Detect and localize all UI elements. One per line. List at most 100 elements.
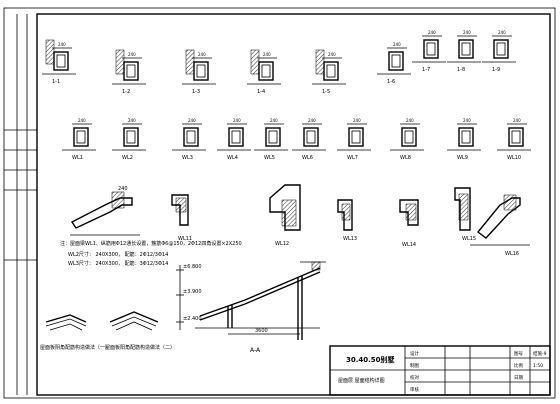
section-aa: ±6.800 ±3.900 ±2.400 3600 A-A	[176, 261, 326, 354]
section-label: 1-4	[257, 89, 265, 95]
notes-block: 注：屋面梁WL1、纵筋用Φ12通长设置，箍筋Φ6@150，2Φ12四角设置×2X…	[60, 240, 242, 267]
beam-outline	[193, 61, 209, 81]
section-label: WL6	[302, 155, 313, 161]
detail-caption-right: 屋面板阳角配筋构造做法（二）	[105, 344, 175, 351]
dim-label: 240	[263, 52, 271, 57]
beam-outline	[508, 127, 524, 147]
wall-hatch	[250, 49, 260, 75]
beam-outline	[458, 127, 474, 147]
section-row-2: 240WL1240WL2240WL3240WL4240WL5240WL6240W…	[62, 118, 531, 161]
tb-scale-label: 比例	[514, 362, 523, 369]
section-label: WL5	[264, 155, 275, 161]
stirrup	[196, 64, 206, 78]
beam-outline	[258, 61, 274, 81]
elevation-mid: ±3.900	[183, 289, 202, 295]
binding-strip	[4, 14, 37, 395]
section-label: WL3	[182, 155, 193, 161]
beam-section: 240 1-1	[42, 39, 76, 85]
section-label: 1-1	[52, 79, 60, 85]
section-label: 1-6	[387, 79, 395, 85]
beam-outline	[303, 127, 319, 147]
tb-drawing-no: 结施-9	[533, 350, 547, 357]
section-label: 1-2	[122, 89, 130, 95]
detail-right: 屋面板阳角配筋构造做法（二）	[105, 311, 175, 351]
sloped-section-d: WL13	[337, 199, 357, 242]
stirrup	[76, 130, 86, 144]
section-label: WL2	[122, 155, 133, 161]
tb-approve: 审核	[410, 386, 419, 393]
dim-label: 240	[270, 118, 278, 123]
dim-label: 240	[128, 52, 136, 57]
beam-outline	[53, 51, 69, 71]
sheet-border-inner	[36, 13, 551, 396]
dim-label: 240	[118, 186, 128, 192]
section-label: WL16	[505, 251, 519, 257]
beam-outline	[123, 127, 139, 147]
note-line-3: WL3尺寸： 240X300， 配筋：3Φ12/3Φ14	[68, 260, 168, 267]
note-line-1: 注：屋面梁WL1、纵筋用Φ12通长设置，箍筋Φ6@150，2Φ12四角设置×2X…	[60, 240, 242, 247]
beam-outline	[401, 127, 417, 147]
sloped-section-f: WL15	[454, 187, 476, 242]
stirrup	[126, 64, 136, 78]
dim-label: 240	[58, 42, 66, 47]
tb-no-label: 图号	[514, 351, 523, 357]
tb-design: 设计	[410, 350, 419, 357]
beam-section: 240 1-7	[412, 30, 446, 73]
dim-label: 240	[513, 118, 521, 123]
wall-hatch	[315, 49, 325, 75]
beam-outline	[323, 61, 339, 81]
section-label: WL13	[343, 236, 357, 242]
stirrup	[496, 42, 506, 56]
section-label: 1-7	[422, 67, 430, 73]
dim-label: 240	[498, 30, 506, 35]
dim-label: 240	[128, 118, 136, 123]
section-label: WL14	[402, 242, 416, 248]
dim-label: 240	[233, 118, 241, 123]
stirrup	[261, 64, 271, 78]
section-label: 1-9	[492, 67, 500, 73]
beam-section: 240 1-3	[182, 49, 216, 95]
dim-label: 240	[198, 52, 206, 57]
elevation-top: ±6.800	[183, 264, 202, 270]
elevation-low: ±2.400	[183, 316, 202, 322]
dim-label: 240	[428, 30, 436, 35]
beam-outline	[348, 127, 364, 147]
stirrup	[231, 130, 241, 144]
section-label: WL1	[72, 155, 83, 161]
beam-outline	[388, 51, 404, 71]
beam-outline	[265, 127, 281, 147]
stirrup	[268, 130, 278, 144]
sloped-section-e: WL14	[399, 199, 419, 248]
section-label: WL4	[227, 155, 238, 161]
sloped-section-a: 240	[70, 186, 140, 236]
beam-outline	[73, 127, 89, 147]
section-row-3: 240 WL11 WL12 WL13 WL14 WL15	[70, 184, 530, 257]
section-label: WL10	[507, 155, 521, 161]
stirrup	[511, 130, 521, 144]
wall-hatch	[185, 49, 195, 75]
stirrup	[306, 130, 316, 144]
section-label: 1-3	[192, 89, 200, 95]
beam-outline	[183, 127, 199, 147]
sloped-section-g: WL16	[470, 194, 530, 257]
dim-label: 240	[78, 118, 86, 123]
title-drawing: 屋面层 屋面结构详图	[338, 377, 385, 384]
section-label: WL8	[400, 155, 411, 161]
detail-left: 屋面板阴角配筋构造做法（一）	[40, 314, 110, 351]
tb-draw: 制图	[410, 362, 419, 369]
beam-outline	[458, 39, 474, 59]
dim-label: 240	[406, 118, 414, 123]
stirrup	[186, 130, 196, 144]
tb-scale: 1:50	[533, 363, 543, 369]
